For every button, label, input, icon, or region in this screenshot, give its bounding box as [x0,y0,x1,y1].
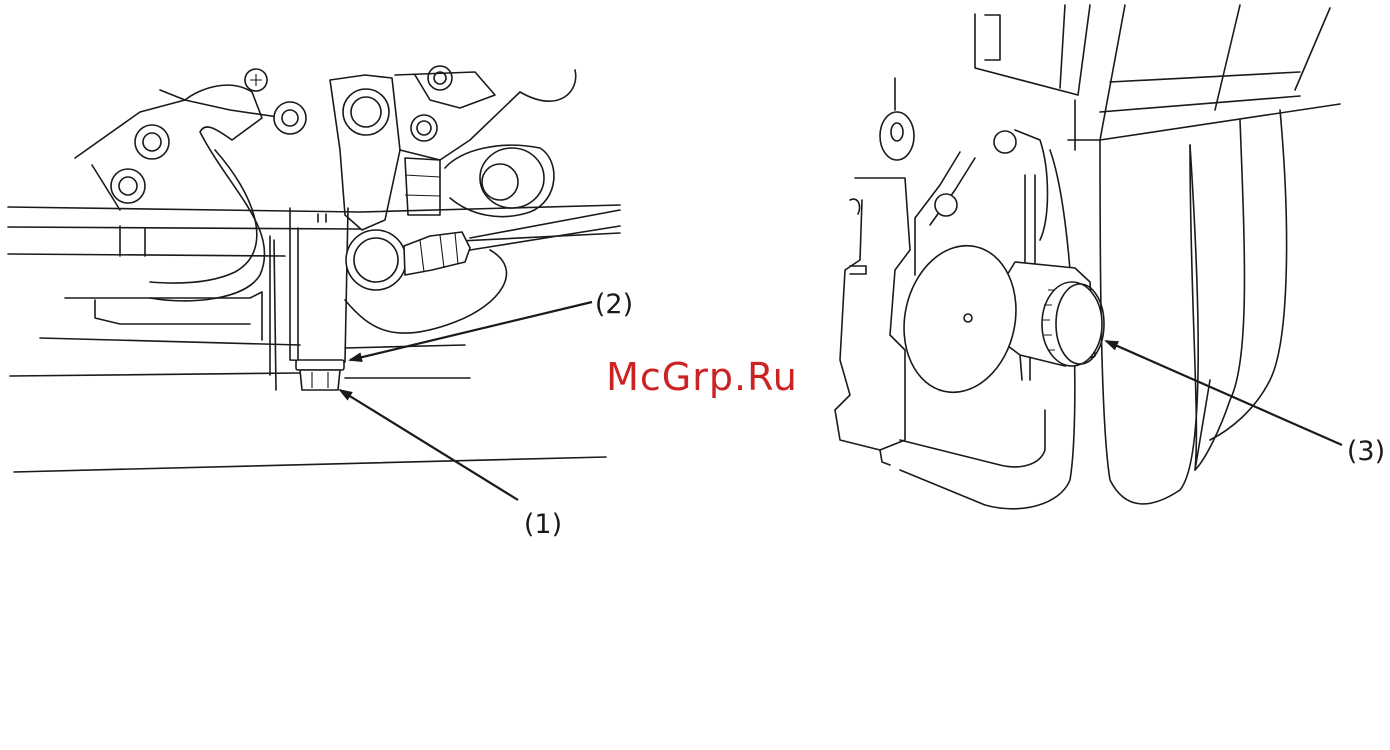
callout-label-1: (1) [524,509,562,540]
leader-3 [1106,341,1342,445]
callout-label-3: (3) [1347,436,1385,467]
watermark-text: McGrp.Ru [606,355,798,399]
right-engine-illustration [835,5,1340,509]
left-engine-illustration [8,66,620,472]
callout-label-2: (2) [595,289,633,320]
leader-1 [340,390,518,500]
